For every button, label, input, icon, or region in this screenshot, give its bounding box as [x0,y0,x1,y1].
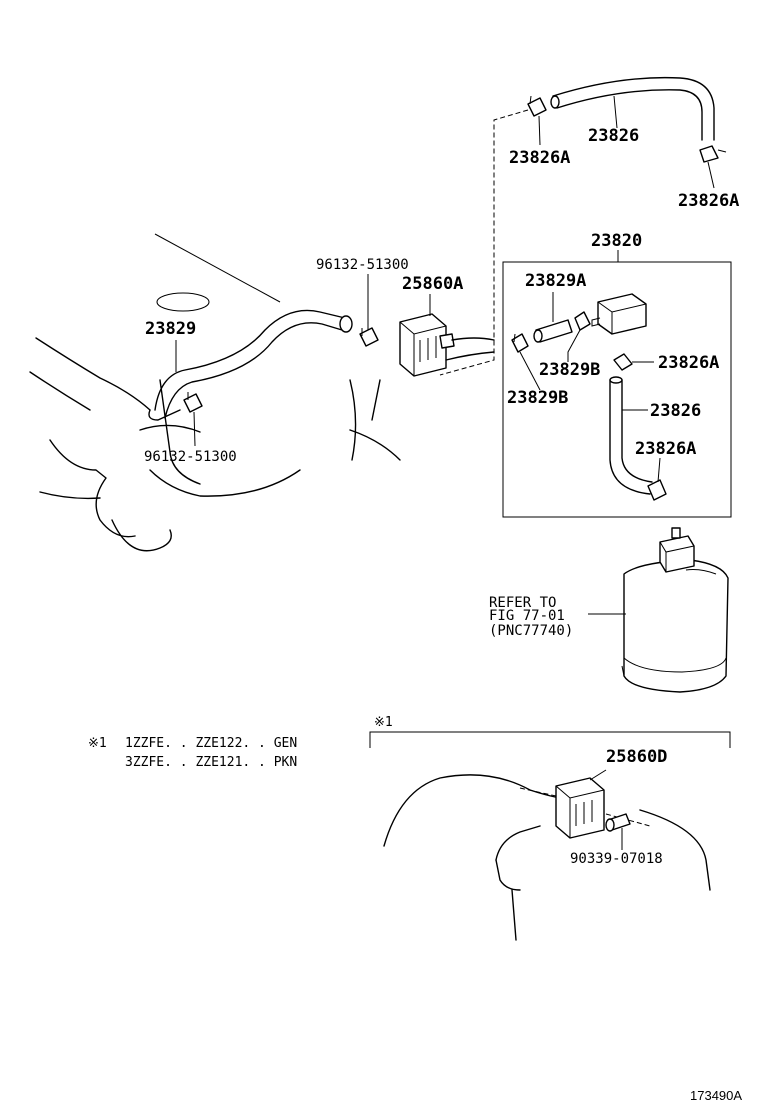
note-line-2: 3ZZFE. . ZZE121. . PKN [125,755,297,770]
label-96132-bottom: 96132-51300 [144,449,237,465]
inset-1 [369,731,731,941]
clamp-upper-left [527,95,547,117]
label-25860A: 25860A [402,274,463,294]
label-96132-top: 96132-51300 [316,257,409,273]
assembly-box [502,250,732,518]
note-mark: ※1 [88,736,107,751]
label-23826A-upper-left: 23826A [509,148,570,168]
figure-id: 173490A [690,1088,742,1103]
label-23826A-upper-right: 23826A [678,191,739,211]
vsv-25860A [399,294,495,377]
engine-outline [29,233,401,552]
label-23820: 23820 [591,231,642,251]
label-23826-upper: 23826 [588,126,639,146]
inset-mark: ※1 [374,715,393,730]
label-23829: 23829 [145,319,196,339]
label-23826A-lower: 23826A [635,439,696,459]
label-90339: 90339-07018 [570,851,663,867]
lower-hose [609,379,651,495]
label-23829B-a: 23829B [539,360,600,380]
refer-line-1: REFER TO [489,595,556,611]
label-23829A: 23829A [525,271,586,291]
refer-line-3: (PNC77740) [489,623,573,639]
dashed-route [439,109,529,376]
upper-hose [552,76,715,141]
label-23826-lower: 23826 [650,401,701,421]
charcoal-canister [588,527,729,693]
label-25860D: 25860D [606,747,667,767]
upper-hose-group [527,76,727,189]
hose-23829 [148,274,379,447]
note-line-1: 1ZZFE. . ZZE122. . GEN [125,736,297,751]
label-23829B-b: 23829B [507,388,568,408]
refer-line-2: FIG 77-01 [489,608,565,624]
clamp-upper-right [699,145,727,163]
label-23826A-mid: 23826A [658,353,719,373]
